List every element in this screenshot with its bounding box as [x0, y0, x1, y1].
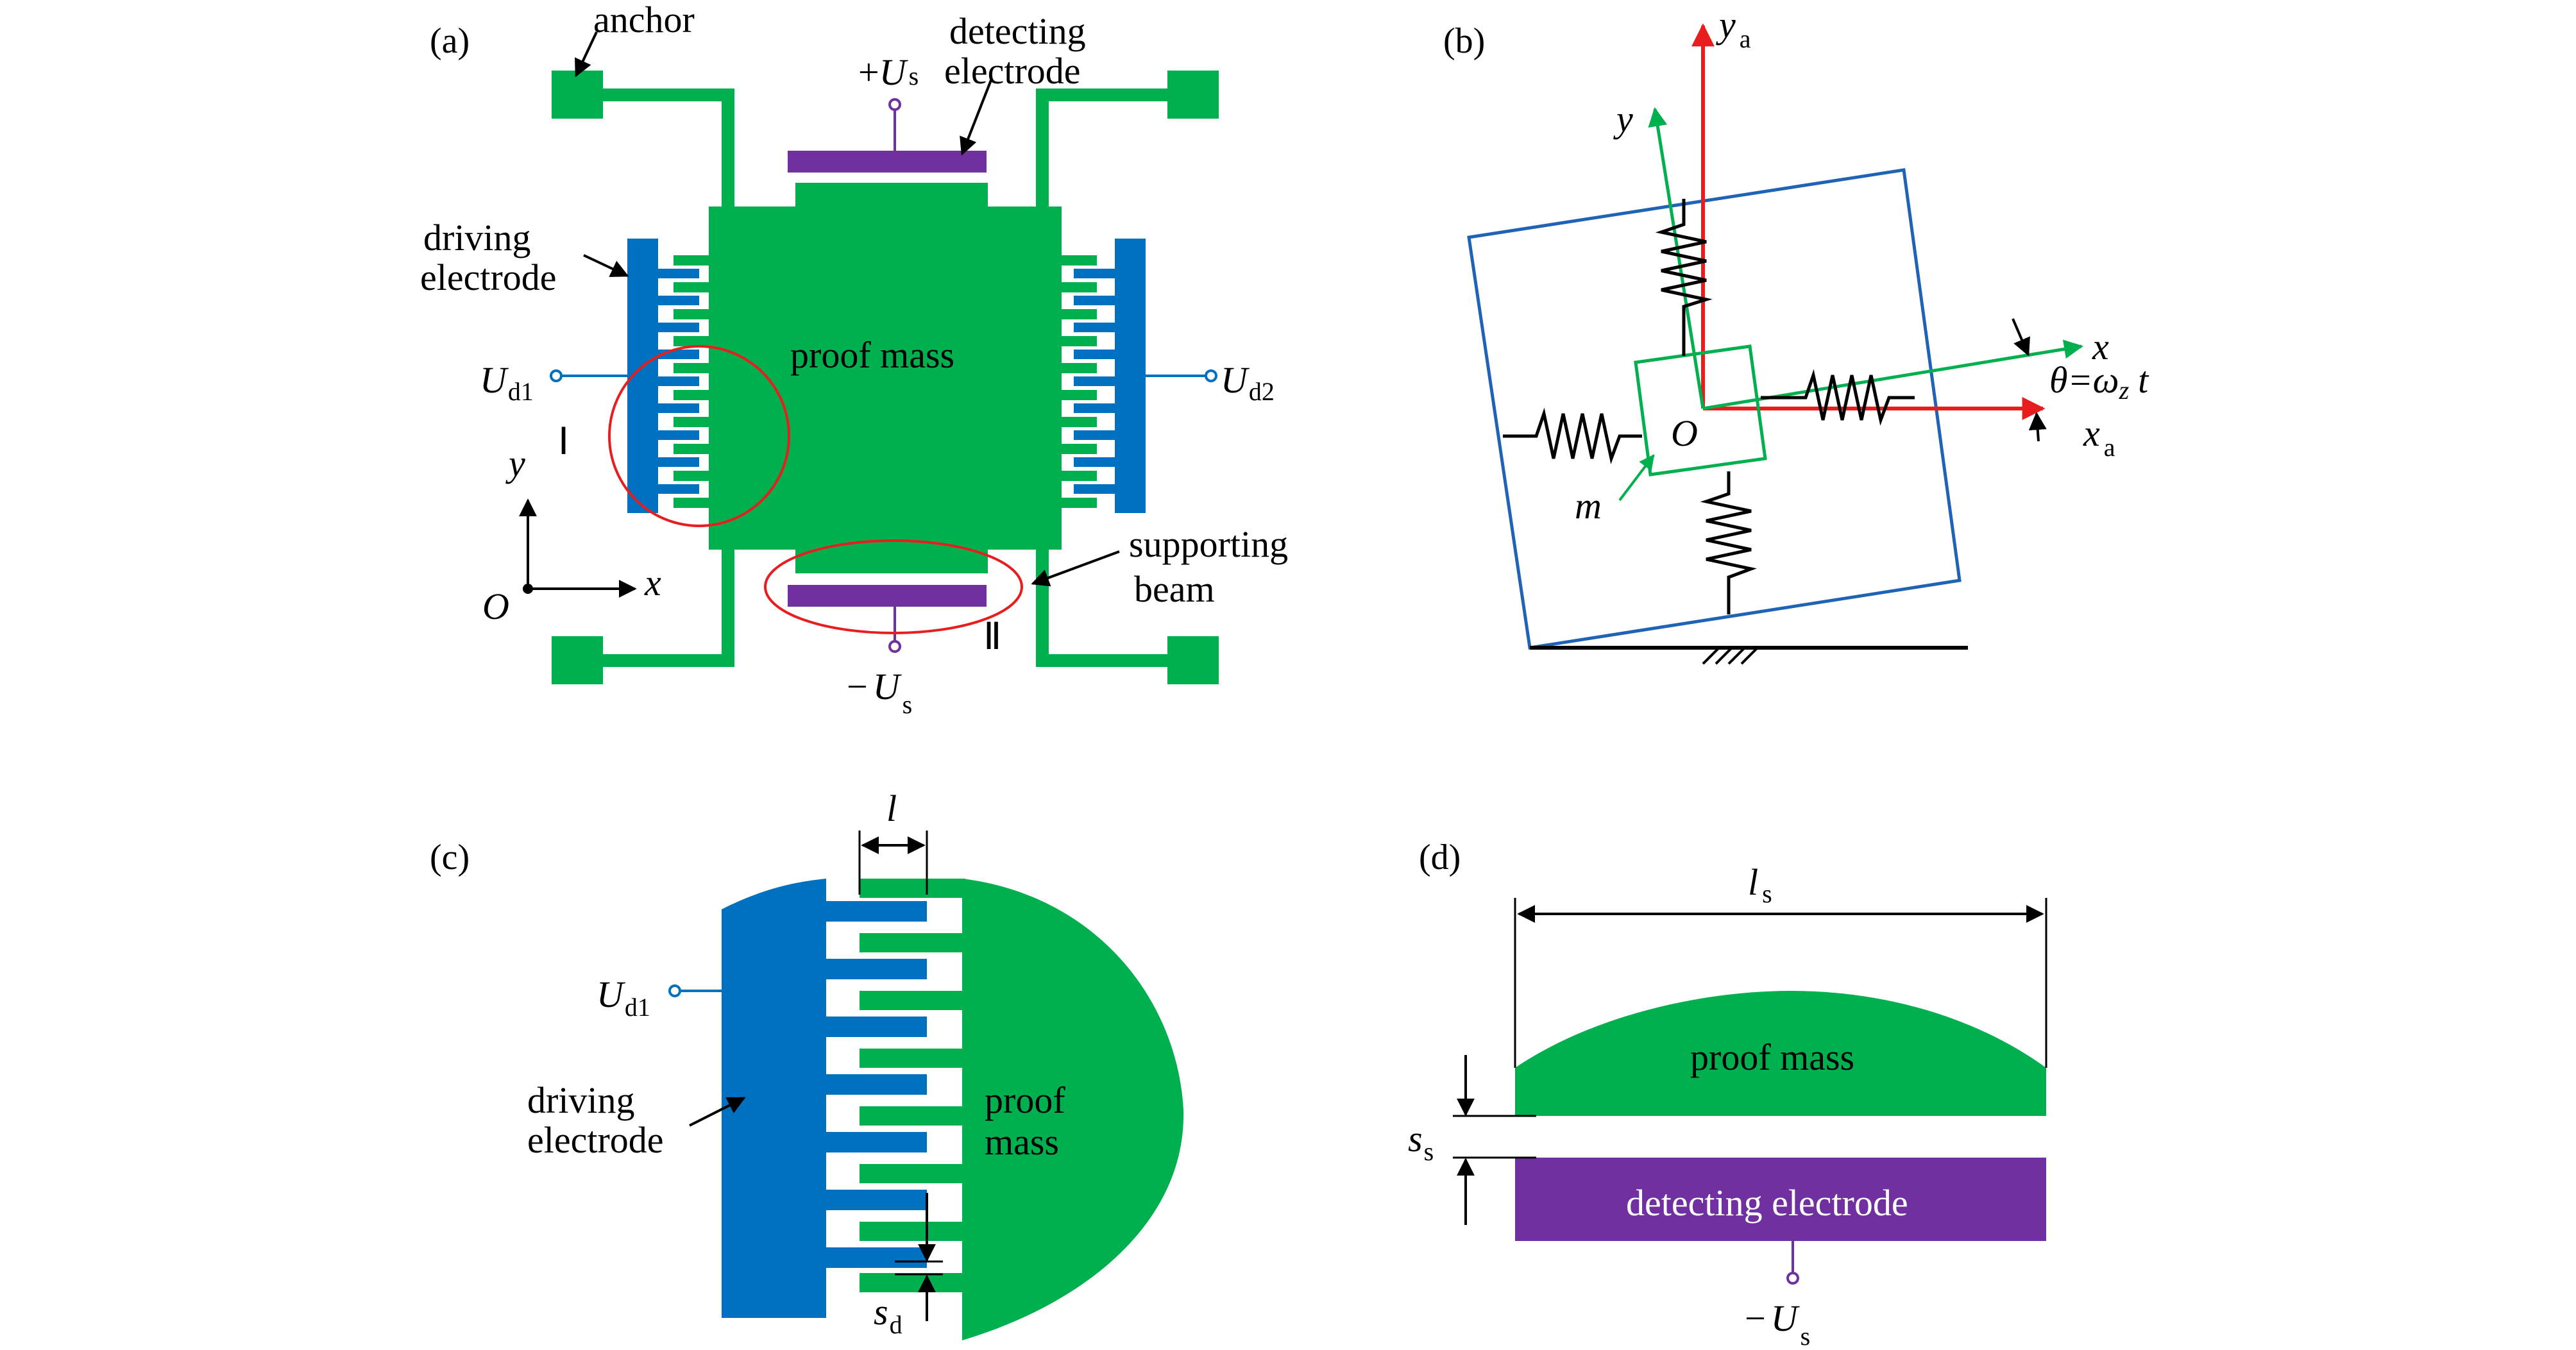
region-1-label: Ⅰ	[558, 421, 569, 462]
y-rotated-label: y	[1613, 98, 1633, 140]
us-top-terminal	[888, 98, 901, 111]
panel-c-tag: (c)	[430, 838, 470, 877]
axis-y-rotated-arrow	[1648, 107, 1705, 409]
axis-origin-label: O	[482, 586, 509, 627]
region-2-label: Ⅱ	[983, 616, 1002, 657]
driving-electrode-c	[722, 879, 826, 1318]
anchor-top-left	[552, 71, 603, 119]
electrode-fingers-right	[1074, 269, 1116, 494]
detecting-electrode-top	[788, 151, 987, 173]
electrode-fingers-left	[657, 269, 699, 494]
ud1-terminal	[550, 369, 563, 382]
anchor-pointer	[575, 31, 598, 78]
detecting-electrode-d-label: detecting electrode	[1626, 1182, 1908, 1224]
axis-y-label: y	[505, 443, 525, 484]
us-bottom-terminal	[888, 640, 901, 653]
ud1-c-label: Ud1	[597, 974, 650, 1022]
mass-pointer	[1618, 454, 1655, 502]
proof-mass-top-tab	[795, 183, 988, 210]
l-label: l	[886, 788, 897, 829]
theta-pointer-bottom	[2028, 412, 2047, 442]
proof-mass-label: proof mass	[790, 334, 954, 376]
proof-mass-d-label: proof mass	[1690, 1036, 1854, 1078]
panel-c: (c) l Ud1 driving electrode proof mass s…	[430, 788, 1184, 1340]
svg-text:+Us: +Us	[858, 51, 919, 93]
proof-mass	[709, 207, 1062, 550]
ud2-terminal	[1205, 369, 1217, 382]
origin-b-label: O	[1671, 412, 1698, 454]
ud1-label: Ud1	[480, 359, 534, 406]
proof-mass-c-label-2: mass	[985, 1121, 1059, 1163]
anchor-top-right	[1167, 71, 1219, 119]
theta-pointer-top	[2012, 318, 2030, 357]
ud1-c-terminal	[668, 984, 681, 997]
electrode-fingers-c	[824, 901, 927, 1268]
mass-fingers-right	[1058, 255, 1097, 508]
detecting-electrode-pointer	[960, 80, 992, 156]
us-d-terminal	[1786, 1272, 1799, 1285]
ss-label: ss	[1408, 1118, 1434, 1166]
panel-a-tag: (a)	[430, 21, 470, 61]
supporting-beam-label-2: beam	[1134, 568, 1215, 610]
detecting-electrode-label-2: electrode	[944, 50, 1081, 92]
driving-electrode-c-label-1: driving	[527, 1079, 635, 1121]
mass-fingers-c	[860, 879, 965, 1292]
region-2-ellipse	[764, 539, 1023, 634]
proof-mass-c-label-1: proof	[985, 1079, 1065, 1121]
driving-electrode-label-1: driving	[423, 217, 531, 258]
anchor-bottom-left	[552, 636, 603, 684]
driving-electrode-c-label-2: electrode	[527, 1119, 664, 1161]
springs	[1503, 199, 1915, 614]
axis-x-label: x	[644, 562, 661, 603]
rotated-frame	[1467, 168, 1962, 650]
anchor-label: anchor	[593, 0, 695, 40]
ground-hatch	[1702, 646, 1759, 665]
detecting-electrode-bottom	[788, 585, 987, 607]
anchor-bottom-right	[1167, 636, 1219, 684]
mass-label: m	[1575, 485, 1602, 527]
sd-label: sd	[874, 1291, 902, 1339]
detecting-electrode-d	[1515, 1158, 2046, 1241]
driving-electrode-label-2: electrode	[420, 257, 557, 298]
proof-mass-d	[1515, 991, 2046, 1116]
ud2-label: Ud2	[1221, 359, 1275, 406]
proof-mass-c	[962, 879, 1184, 1340]
region-1-circle	[608, 345, 790, 527]
mass-square	[1634, 344, 1767, 477]
panel-d-tag: (d)	[1419, 838, 1461, 877]
axis-origin-dot	[523, 584, 533, 594]
supporting-beam-label-1: supporting	[1129, 523, 1288, 565]
x-rotated-label: x	[2092, 326, 2109, 367]
proof-mass-bottom-tab	[795, 546, 988, 573]
mass-fingers-left	[674, 255, 712, 508]
panel-b-tag: (b)	[1443, 21, 1485, 61]
detecting-electrode-label-1: detecting	[949, 10, 1086, 52]
supporting-beam-pointer	[1031, 550, 1120, 587]
driving-electrode-right	[1115, 239, 1146, 513]
driving-electrode-pointer	[583, 254, 629, 277]
driving-electrode-c-pointer	[689, 1097, 746, 1127]
